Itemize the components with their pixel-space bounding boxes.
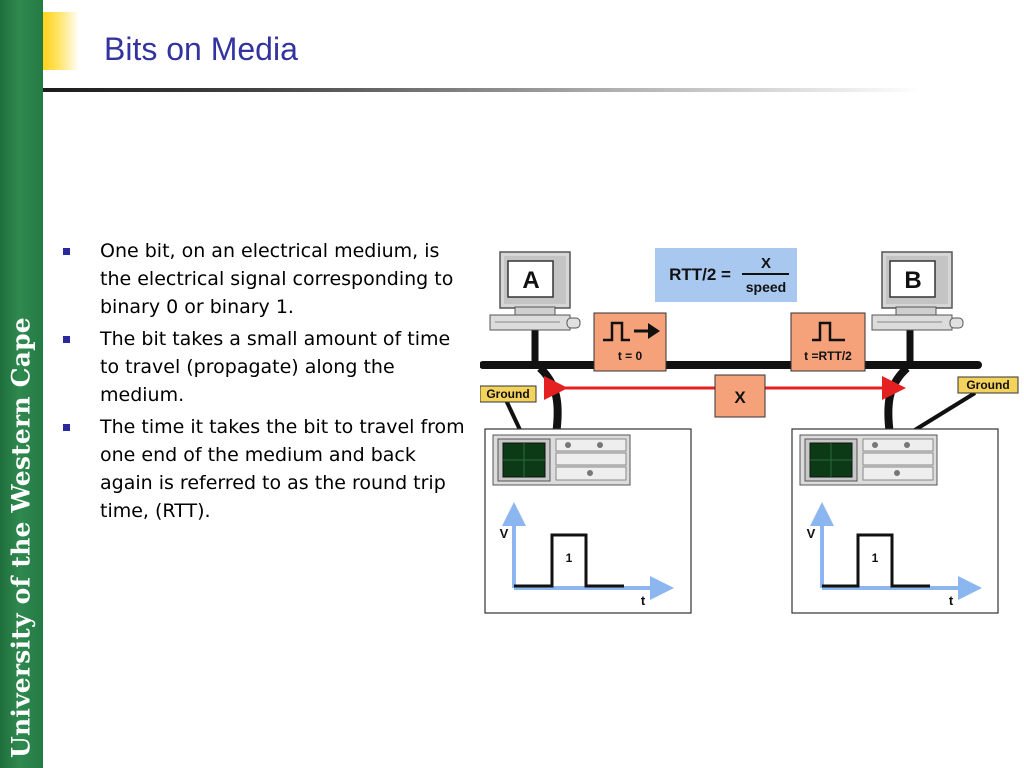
formula-numerator: X [761, 255, 771, 272]
formula-denominator: speed [746, 279, 786, 295]
slide-title: Bits on Media [104, 31, 298, 67]
ground-wire-right [908, 391, 977, 435]
pulse-box-start [593, 312, 667, 372]
sidebar-caption: University of the Western Cape [0, 0, 43, 768]
pulse-box-arrival [790, 312, 866, 372]
sidebar-university-name: University of the Western Cape [6, 317, 36, 758]
scope-left-t-label: t [641, 593, 646, 608]
rtt-diagram: A B RTT/2 = X speed t = 0 t =RTT/2 X Gro… [480, 248, 1019, 614]
bullet-list: One bit, on an electrical medium, is the… [62, 237, 467, 529]
title-underline [43, 88, 923, 92]
ground-label-right: Ground [966, 378, 1009, 392]
ground-label-left: Ground [486, 387, 529, 401]
bullet-item: The time it takes the bit to travel from… [62, 413, 467, 525]
scope-right-pulse-label: 1 [872, 551, 879, 565]
host-b-label: B [904, 267, 921, 294]
title-accent-block [43, 12, 79, 70]
distance-label: X [734, 388, 746, 407]
bullet-marker-icon [63, 424, 70, 431]
ground-tag-left [480, 385, 537, 403]
oscilloscope-left [484, 428, 692, 614]
rtt-formula [655, 248, 797, 302]
computer-a-icon [489, 251, 581, 331]
scope-right-v-label: V [807, 526, 816, 541]
bullet-marker-icon [63, 248, 70, 255]
ground-wire-left [503, 397, 523, 433]
scope-left-pulse-label: 1 [566, 551, 573, 565]
bullet-item: The bit takes a small amount of time to … [62, 325, 467, 409]
bullet-text: One bit, on an electrical medium, is the… [100, 240, 454, 318]
scope-left-v-label: V [500, 526, 509, 541]
formula-left: RTT/2 = [669, 265, 731, 284]
computer-b-icon [871, 251, 964, 331]
sidebar-band [0, 0, 43, 768]
pulse-start-label: t = 0 [618, 349, 643, 363]
bullet-text: The time it takes the bit to travel from… [100, 416, 465, 522]
probe-cable-right [884, 365, 910, 436]
scope-right-t-label: t [949, 593, 954, 608]
ground-tag-right [957, 376, 1019, 394]
distance-box [714, 374, 766, 418]
bullet-marker-icon [63, 336, 70, 343]
bullet-item: One bit, on an electrical medium, is the… [62, 237, 467, 321]
bullet-text: The bit takes a small amount of time to … [100, 328, 451, 406]
probe-cable-left [537, 365, 562, 436]
host-a-label: A [522, 267, 539, 294]
pulse-arrival-label: t =RTT/2 [804, 349, 852, 363]
oscilloscope-right [791, 428, 999, 614]
